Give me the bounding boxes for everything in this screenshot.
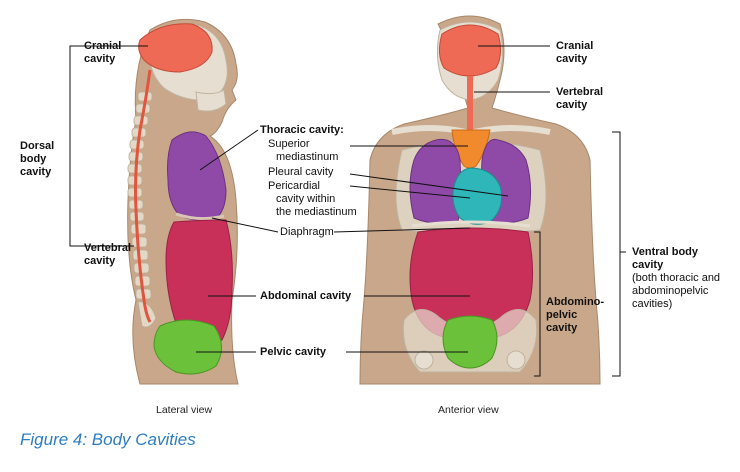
- ventral-line2: cavity: [632, 259, 664, 271]
- cranial-left-line1: Cranial: [84, 40, 122, 52]
- dorsal-line1: Dorsal: [20, 140, 55, 152]
- ventral-line4: abdominopelvic: [632, 285, 709, 297]
- cranial-left-line2: cavity: [84, 53, 116, 65]
- leader-pericardial: [349, 185, 471, 199]
- lateral-jaw: [195, 89, 227, 112]
- abdominopelvic-line2: pelvic: [546, 309, 578, 321]
- anterior-vertebral-cavity: [467, 76, 473, 132]
- abdominal-cavity-label: Abdominal cavity: [260, 290, 352, 302]
- cranial-right-line2: cavity: [556, 53, 588, 65]
- ventral-bracket: [612, 131, 621, 377]
- vertebral-cavity-right-label: Vertebral cavity: [556, 86, 603, 112]
- leader-diaphragm-left: [211, 217, 279, 233]
- pericardial-line2: cavity within: [276, 193, 336, 205]
- pleural-cavity-label: Pleural cavity: [268, 166, 334, 178]
- dorsal-line2: body: [20, 153, 47, 165]
- cranial-right-line1: Cranial: [556, 40, 594, 52]
- left-femur-head: [414, 350, 434, 370]
- lateral-view-label: Lateral view: [156, 404, 213, 416]
- cranial-cavity-left-label: Cranial cavity: [84, 40, 121, 66]
- diaphragm-label: Diaphragm: [280, 226, 334, 238]
- pericardial-cavity-region: [452, 167, 503, 225]
- anterior-view-label: Anterior view: [438, 404, 499, 416]
- ventral-body-cavity-label: Ventral body cavity (both thoracic and a…: [632, 246, 720, 311]
- vertebral-right-line2: cavity: [556, 99, 588, 111]
- ventral-line1: Ventral body: [632, 246, 699, 258]
- abdominopelvic-bracket: [534, 231, 541, 377]
- thoracic-cavity-label: Thoracic cavity:: [260, 124, 344, 136]
- leader-thoracic: [199, 129, 259, 171]
- lateral-cranial-cavity: [138, 23, 213, 73]
- abdominopelvic-line3: cavity: [546, 322, 578, 334]
- superior-line2: mediastinum: [276, 151, 339, 163]
- pelvic-cavity-label: Pelvic cavity: [260, 346, 327, 358]
- leader-lines: [69, 45, 626, 377]
- lateral-vertebral-cavity: [134, 69, 152, 323]
- lateral-view-figure: [127, 18, 239, 385]
- ventral-line3: (both thoracic and: [632, 272, 721, 284]
- vertebral-left-line2: cavity: [84, 255, 116, 267]
- dorsal-bracket: [69, 45, 76, 247]
- right-femur-head: [506, 350, 526, 370]
- anterior-diaphragm: [411, 220, 531, 228]
- leader-pleural: [349, 173, 509, 197]
- pericardial-line1: Pericardial: [268, 180, 320, 192]
- anterior-cranial-cavity: [438, 24, 502, 77]
- vertebral-cavity-left-label: Vertebral cavity: [84, 242, 131, 268]
- abdominopelvic-cavity-label: Abdomino- pelvic cavity: [546, 296, 604, 335]
- vertebral-right-line1: Vertebral: [556, 86, 604, 98]
- pericardial-line3: the mediastinum: [276, 206, 357, 218]
- lateral-diaphragm: [175, 212, 225, 221]
- superior-line1: Superior: [268, 138, 310, 150]
- vertebral-left-line1: Vertebral: [84, 242, 132, 254]
- left-pleural-cavity: [409, 138, 462, 224]
- anterior-pelvic-cavity: [442, 315, 498, 369]
- cranial-cavity-right-label: Cranial cavity: [556, 40, 593, 66]
- ventral-line5: cavities): [632, 298, 673, 310]
- dorsal-body-cavity-label: Dorsal body cavity: [20, 140, 54, 179]
- dorsal-line3: cavity: [20, 166, 52, 178]
- abdominopelvic-line1: Abdomino-: [546, 296, 605, 308]
- pericardial-cavity-label: Pericardial cavity within the mediastinu…: [268, 180, 357, 219]
- figure-caption: Figure 4: Body Cavities: [20, 430, 196, 449]
- superior-mediastinum-label: Superior mediastinum: [268, 138, 338, 164]
- lateral-abdominal-cavity: [165, 219, 233, 344]
- leader-diaphragm-right: [333, 227, 471, 233]
- lateral-pelvic-cavity: [153, 319, 222, 375]
